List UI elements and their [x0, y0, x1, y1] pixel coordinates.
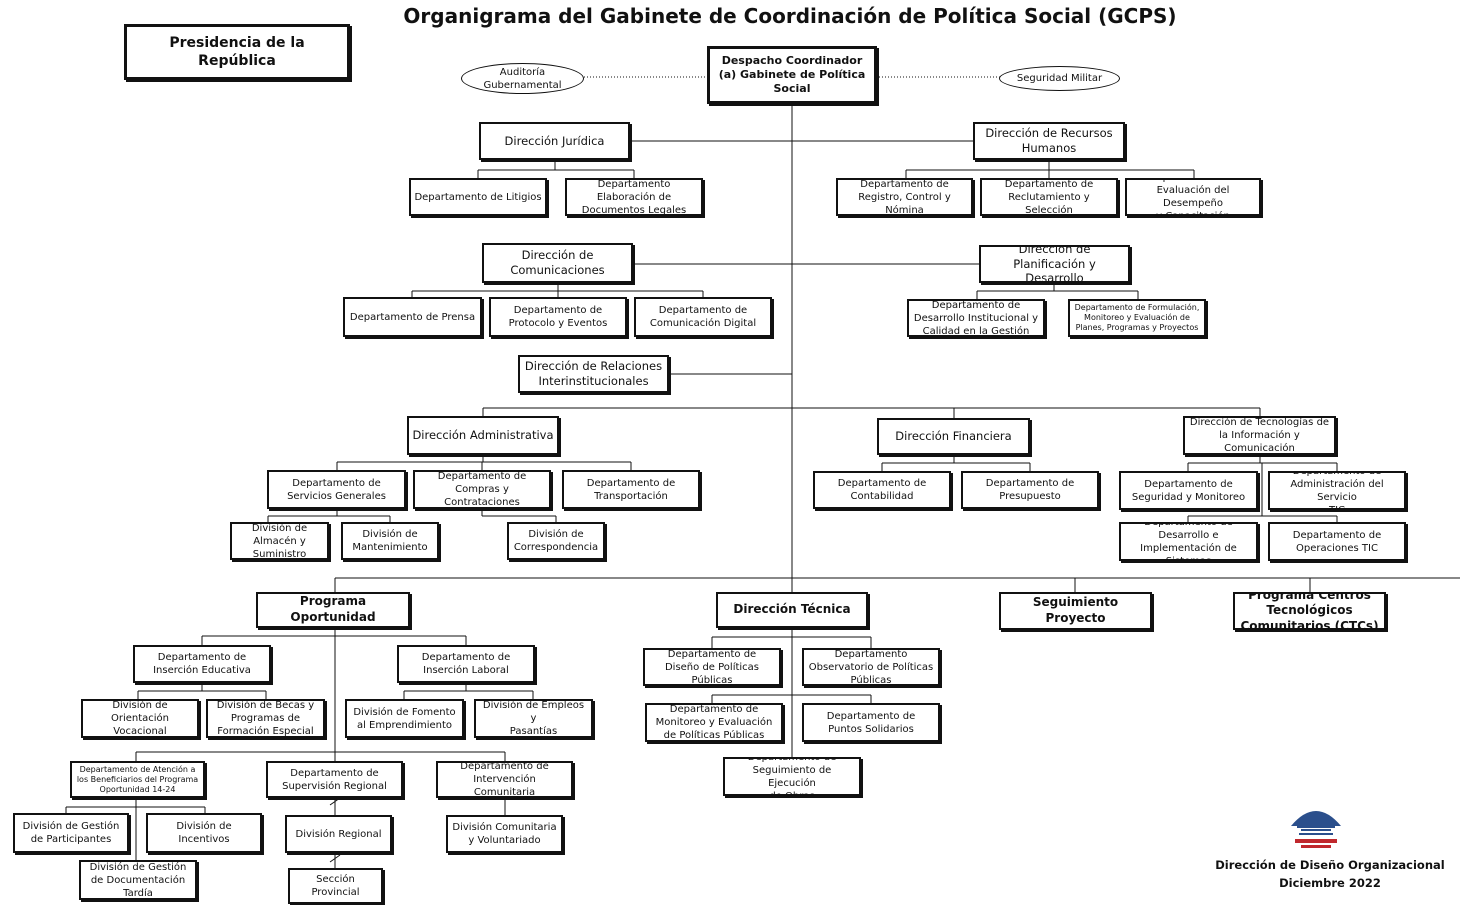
dept-insercion-laboral-box: Departamento de Inserción Laboral [397, 645, 535, 683]
div-empleos-box: División de Empleos y Pasantías [474, 699, 593, 738]
dept-puntos-solidarios-box: Departamento de Puntos Solidarios [802, 703, 940, 742]
div-gestion-participantes-box: División de Gestión de Participantes [13, 813, 129, 853]
dept-monitoreo-politicas-box: Departamento de Monitoreo y Evaluación d… [645, 703, 783, 742]
dept-prensa-box: Departamento de Prensa [343, 297, 482, 337]
dept-formulacion-box: Departamento de Formulación, Monitoreo y… [1068, 299, 1206, 337]
direccion-juridica-box: Dirección Jurídica [479, 122, 630, 160]
dept-presupuesto-box: Departamento de Presupuesto [961, 471, 1099, 509]
seguridad-militar-oval: Seguridad Militar [999, 66, 1120, 91]
direccion-administrativa-box: Dirección Administrativa [407, 416, 559, 455]
dept-transportacion-box: Departamento de Transportación [562, 470, 700, 509]
direccion-comunicaciones-box: Dirección de Comunicaciones [482, 243, 633, 283]
direccion-tecnica-box: Dirección Técnica [716, 592, 868, 628]
dept-operaciones-tic-box: Departamento de Operaciones TIC [1268, 522, 1406, 561]
presidencia-box: Presidencia de la República [124, 24, 350, 80]
despacho-coordinador-box: Despacho Coordinador (a) Gabinete de Pol… [707, 46, 877, 104]
dept-atencion-beneficiarios-box: Departamento de Atención a los Beneficia… [70, 761, 205, 798]
dept-seguridad-monitoreo-box: Departamento de Seguridad y Monitoreo [1119, 471, 1258, 510]
footer-date: Diciembre 2022 [1279, 876, 1381, 890]
chart-title: Organigrama del Gabinete de Coordinación… [403, 4, 1177, 28]
direccion-planificacion-box: Dirección de Planificación y Desarrollo [979, 245, 1130, 283]
div-regional-box: División Regional [285, 815, 392, 853]
div-almacen-box: División de Almacén y Suministro [230, 522, 329, 560]
administracion-publica-logo-icon [1291, 811, 1341, 848]
dept-servicios-generales-box: Departamento de Servicios Generales [267, 470, 406, 509]
dept-litigios-box: Departamento de Litigios [409, 178, 547, 216]
auditoria-oval: Auditoría Gubernamental [461, 63, 584, 94]
dept-protocolo-box: Departamento de Protocolo y Eventos [489, 297, 627, 337]
direccion-tic-box: Dirección de Tecnologías de la Informaci… [1183, 416, 1336, 455]
direccion-ciudad-mujer-box: Dirección de Seguimiento Proyecto Ciudad… [999, 592, 1152, 630]
dept-desarrollo-institucional-box: Departamento de Desarrollo Institucional… [907, 299, 1045, 337]
div-orientacion-box: División de Orientación Vocacional [81, 699, 199, 738]
sec-provincial-box: Sección Provincial [288, 868, 383, 904]
div-becas-box: División de Becas y Programas de Formaci… [206, 699, 325, 738]
dept-desarrollo-sistemas-box: Departamento de Desarrollo e Implementac… [1119, 522, 1258, 561]
direccion-rrhh-box: Dirección de Recursos Humanos [973, 122, 1125, 160]
div-correspondencia-box: División de Correspondencia [507, 522, 605, 560]
div-incentivos-box: División de Incentivos [146, 813, 262, 853]
direccion-financiera-box: Dirección Financiera [877, 418, 1030, 455]
dept-administracion-tic-box: Departamento de Administración del Servi… [1268, 471, 1406, 510]
direccion-oportunidad-box: Dirección del Programa Oportunidad 14/24 [256, 592, 410, 628]
dept-intervencion-comunitaria-box: Departamento de Intervención Comunitaria [436, 761, 573, 798]
programa-ctc-box: Programa Centros Tecnológicos Comunitari… [1233, 592, 1386, 630]
dept-diseno-politicas-box: Departamento de Diseño de Políticas Públ… [643, 648, 781, 686]
dept-registro-box: Departamento de Registro, Control y Nómi… [836, 178, 973, 216]
dept-comunicacion-digital-box: Departamento de Comunicación Digital [634, 297, 772, 337]
dept-reclutamiento-box: Departamento de Reclutamiento y Selecció… [980, 178, 1118, 216]
div-documentacion-box: División de Gestión de Documentación Tar… [79, 860, 197, 900]
dept-documentos-legales-box: Departamento Elaboración de Documentos L… [565, 178, 703, 216]
dept-insercion-educativa-box: Departamento de Inserción Educativa [133, 645, 271, 683]
dept-seguimiento-obras-box: Departamento de Seguimiento de Ejecución… [723, 757, 861, 796]
footer-organizational-design: Dirección de Diseño Organizacional [1215, 858, 1445, 872]
direccion-relaciones-box: Dirección de Relaciones Interinstitucion… [518, 355, 669, 393]
dept-supervision-regional-box: Departamento de Supervisión Regional [266, 761, 403, 798]
div-fomento-box: División de Fomento al Emprendimiento [345, 699, 464, 738]
dept-compras-box: Departamento de Compras y Contrataciones [413, 470, 551, 509]
dept-observatorio-box: Departamento Observatorio de Políticas P… [802, 648, 940, 686]
dept-contabilidad-box: Departamento de Contabilidad [813, 471, 951, 509]
div-mantenimiento-box: División de Mantenimiento [341, 522, 439, 560]
div-comunitaria-box: División Comunitaria y Voluntariado [446, 815, 563, 853]
dept-evaluacion-box: Departamento de Evaluación del Desempeño… [1125, 178, 1261, 216]
